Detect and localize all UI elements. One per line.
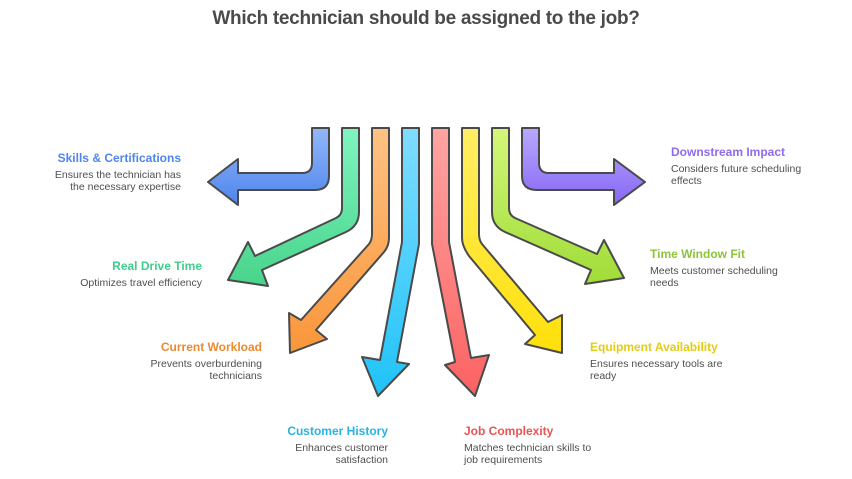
arrow-timewindow <box>491 127 625 285</box>
factor-skills: Skills & Certifications Ensures the tech… <box>1 151 181 193</box>
factor-description: Prevents overburdening technicians <box>150 358 263 382</box>
factor-downstream: Downstream Impact Considers future sched… <box>671 145 851 187</box>
factor-description: Ensures the technician has the necessary… <box>54 169 181 193</box>
factor-heading: Time Window Fit <box>650 247 745 261</box>
arrow-drive <box>227 127 360 287</box>
arrow-complexity <box>431 127 490 397</box>
factor-description: Matches technician skills to job require… <box>464 442 592 466</box>
factor-heading: Real Drive Time <box>112 259 202 273</box>
factor-history: Customer History Enhances customer satis… <box>208 424 388 466</box>
factor-equipment: Equipment Availability Ensures necessary… <box>590 340 770 382</box>
factor-description: Ensures necessary tools are ready <box>590 358 723 382</box>
diagram-title: Which technician should be assigned to t… <box>212 8 640 29</box>
arrow-history <box>361 127 420 397</box>
factor-description: Meets customer scheduling needs <box>650 265 778 289</box>
factor-heading: Equipment Availability <box>590 340 718 354</box>
arrow-downstream <box>521 127 646 206</box>
factor-description: Optimizes travel efficiency <box>80 277 202 289</box>
arrow-equipment <box>461 127 563 354</box>
factor-description: Enhances customer satisfaction <box>295 442 388 466</box>
arrow-workload <box>288 127 390 354</box>
factor-heading: Job Complexity <box>464 424 554 438</box>
factor-heading: Skills & Certifications <box>57 151 181 165</box>
factor-heading: Downstream Impact <box>671 145 786 159</box>
factor-complexity: Job Complexity Matches technician skills… <box>464 424 644 466</box>
factor-heading: Current Workload <box>160 340 262 354</box>
factor-timewindow: Time Window Fit Meets customer schedulin… <box>650 247 830 289</box>
factor-heading: Customer History <box>287 424 388 438</box>
factor-drive: Real Drive Time Optimizes travel efficie… <box>22 259 202 289</box>
factor-workload: Current Workload Prevents overburdening … <box>82 340 263 382</box>
arrow-skills <box>207 127 330 206</box>
factor-description: Considers future scheduling effects <box>671 163 802 187</box>
